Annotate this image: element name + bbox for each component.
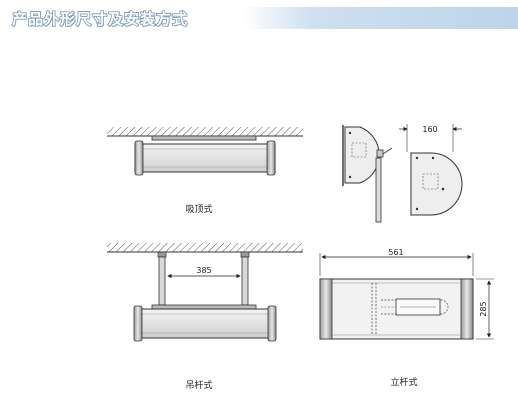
width-dimension-label: 561 — [388, 248, 403, 257]
pendant-rod-right — [241, 256, 249, 306]
side-view-pole — [410, 152, 463, 216]
depth-dimension-label: 160 — [422, 125, 437, 134]
ceiling-hatch — [107, 127, 303, 136]
rod-spacing-label: 385 — [196, 266, 211, 275]
side-lamp-inner-2 — [422, 173, 439, 190]
lamp-bulb-outline — [381, 299, 449, 315]
header-tab — [0, 7, 243, 29]
pendant-caption: 吊杆式 — [185, 379, 212, 391]
front-endcap-right — [460, 278, 474, 340]
side-pole — [375, 157, 382, 223]
pendant-lamp-body — [134, 308, 276, 339]
ceiling-lamp-endcap-right — [266, 140, 276, 176]
side-lamp-housing — [344, 126, 380, 184]
pendant-lamp-endcap-left — [133, 305, 143, 342]
pendant-ceiling-hatch — [107, 243, 303, 252]
side-view-wall — [342, 125, 393, 223]
pendant-mount-view: 385 吊杆式 — [107, 243, 303, 391]
ceiling-mount-view: 吸顶式 — [107, 127, 303, 215]
pole-caption: 立杆式 — [390, 376, 417, 388]
pendant-lamp-endcap-right — [267, 305, 277, 342]
ceiling-lamp-body — [134, 143, 276, 173]
depth-dimension: 160 — [399, 124, 462, 152]
front-endcap-left — [319, 278, 333, 340]
side-lamp-housing-2 — [410, 152, 463, 216]
ceiling-lamp-endcap-left — [134, 140, 144, 176]
side-lamp-inner — [351, 142, 367, 158]
ceiling-bracket — [151, 135, 257, 141]
pendant-rod-left — [158, 256, 166, 306]
pole-mount-view: 561 285 立杆式 — [319, 248, 494, 388]
ceiling-caption: 吸顶式 — [185, 203, 212, 215]
side-bracket — [376, 149, 384, 158]
height-dimension-label: 285 — [479, 301, 488, 316]
page-title: 产品外形尺寸及安装方式 — [11, 9, 189, 28]
